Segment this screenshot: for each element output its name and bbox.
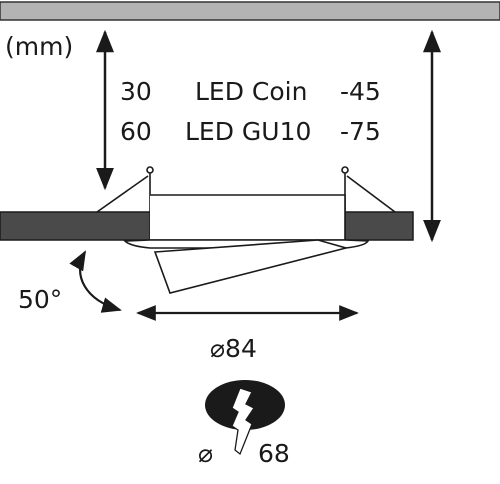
units-label: (mm) bbox=[5, 32, 73, 61]
row-1-name: LED Coin bbox=[195, 77, 307, 106]
row-2-max: -75 bbox=[340, 117, 381, 146]
outer-diameter-label: ⌀84 bbox=[210, 334, 257, 363]
cutout-diameter-value: 68 bbox=[258, 439, 290, 468]
lightning-icon bbox=[231, 387, 255, 456]
tilt-angle-label: 50° bbox=[18, 285, 62, 314]
panel-left bbox=[0, 211, 151, 241]
cutout-diameter-symbol: ⌀ bbox=[198, 439, 213, 468]
spring-clips bbox=[96, 166, 396, 213]
ceiling-slab bbox=[0, 1, 500, 21]
row-2-min: 60 bbox=[120, 117, 152, 146]
row-1-max: -45 bbox=[340, 77, 381, 106]
cutout-hole-icon bbox=[205, 380, 285, 456]
fixture-housing bbox=[123, 194, 370, 294]
spec-table: 30 LED Coin -45 60 LED GU10 -75 bbox=[120, 77, 381, 146]
tilt-arrow bbox=[69, 250, 122, 313]
panel-right bbox=[344, 211, 414, 241]
row-1-min: 30 bbox=[120, 77, 152, 106]
row-2-name: LED GU10 bbox=[185, 117, 311, 146]
